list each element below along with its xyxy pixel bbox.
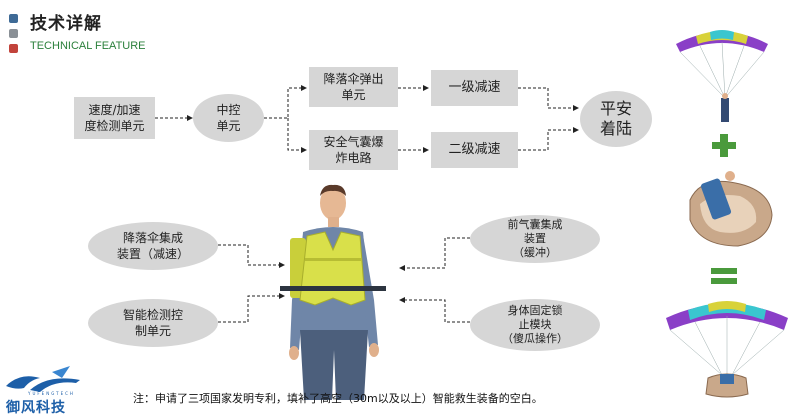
airbag-icon xyxy=(689,171,773,247)
brand-name-en: YUFENGTECH xyxy=(28,391,75,396)
parachute-airbag-icon xyxy=(666,301,788,398)
page-title: 技术详解 xyxy=(30,14,102,34)
parachute-eject-box: 降落伞弹出 单元 xyxy=(309,67,398,107)
airbag-circuit-box: 安全气囊爆 炸电路 xyxy=(309,130,398,170)
sensor-unit-box: 速度/加速 度检测单元 xyxy=(74,97,155,139)
page-subtitle: TECHNICAL FEATURE xyxy=(30,40,146,52)
equals-icon xyxy=(711,268,737,284)
parachute-icon xyxy=(676,30,768,122)
brand-logo-icon xyxy=(6,366,80,392)
safe-landing-circle: 平安 着陆 xyxy=(580,91,652,147)
patent-note: 注：申请了三项国家发明专利，填补了高空（30m以及以上）智能救生装备的空白。 xyxy=(133,392,543,405)
body-lock-ellipse: 身体固定锁 止模块 （傻瓜操作） xyxy=(470,299,600,351)
header-square-red xyxy=(9,44,18,53)
brand-name: 御风科技 xyxy=(6,400,66,416)
parachute-device-ellipse: 降落伞集成 装置（减速） xyxy=(88,222,218,270)
plus-icon xyxy=(712,134,736,157)
detection-control-ellipse: 智能检测控 制单元 xyxy=(88,299,218,347)
header-square-blue xyxy=(9,14,18,23)
stage1-decel-box: 一级减速 xyxy=(431,70,518,106)
stage2-decel-box: 二级减速 xyxy=(431,132,518,168)
controller-unit-circle: 中控 单元 xyxy=(193,94,264,142)
front-airbag-ellipse: 前气囊集成 装置 （缓冲） xyxy=(470,215,600,263)
header-square-gray xyxy=(9,29,18,38)
